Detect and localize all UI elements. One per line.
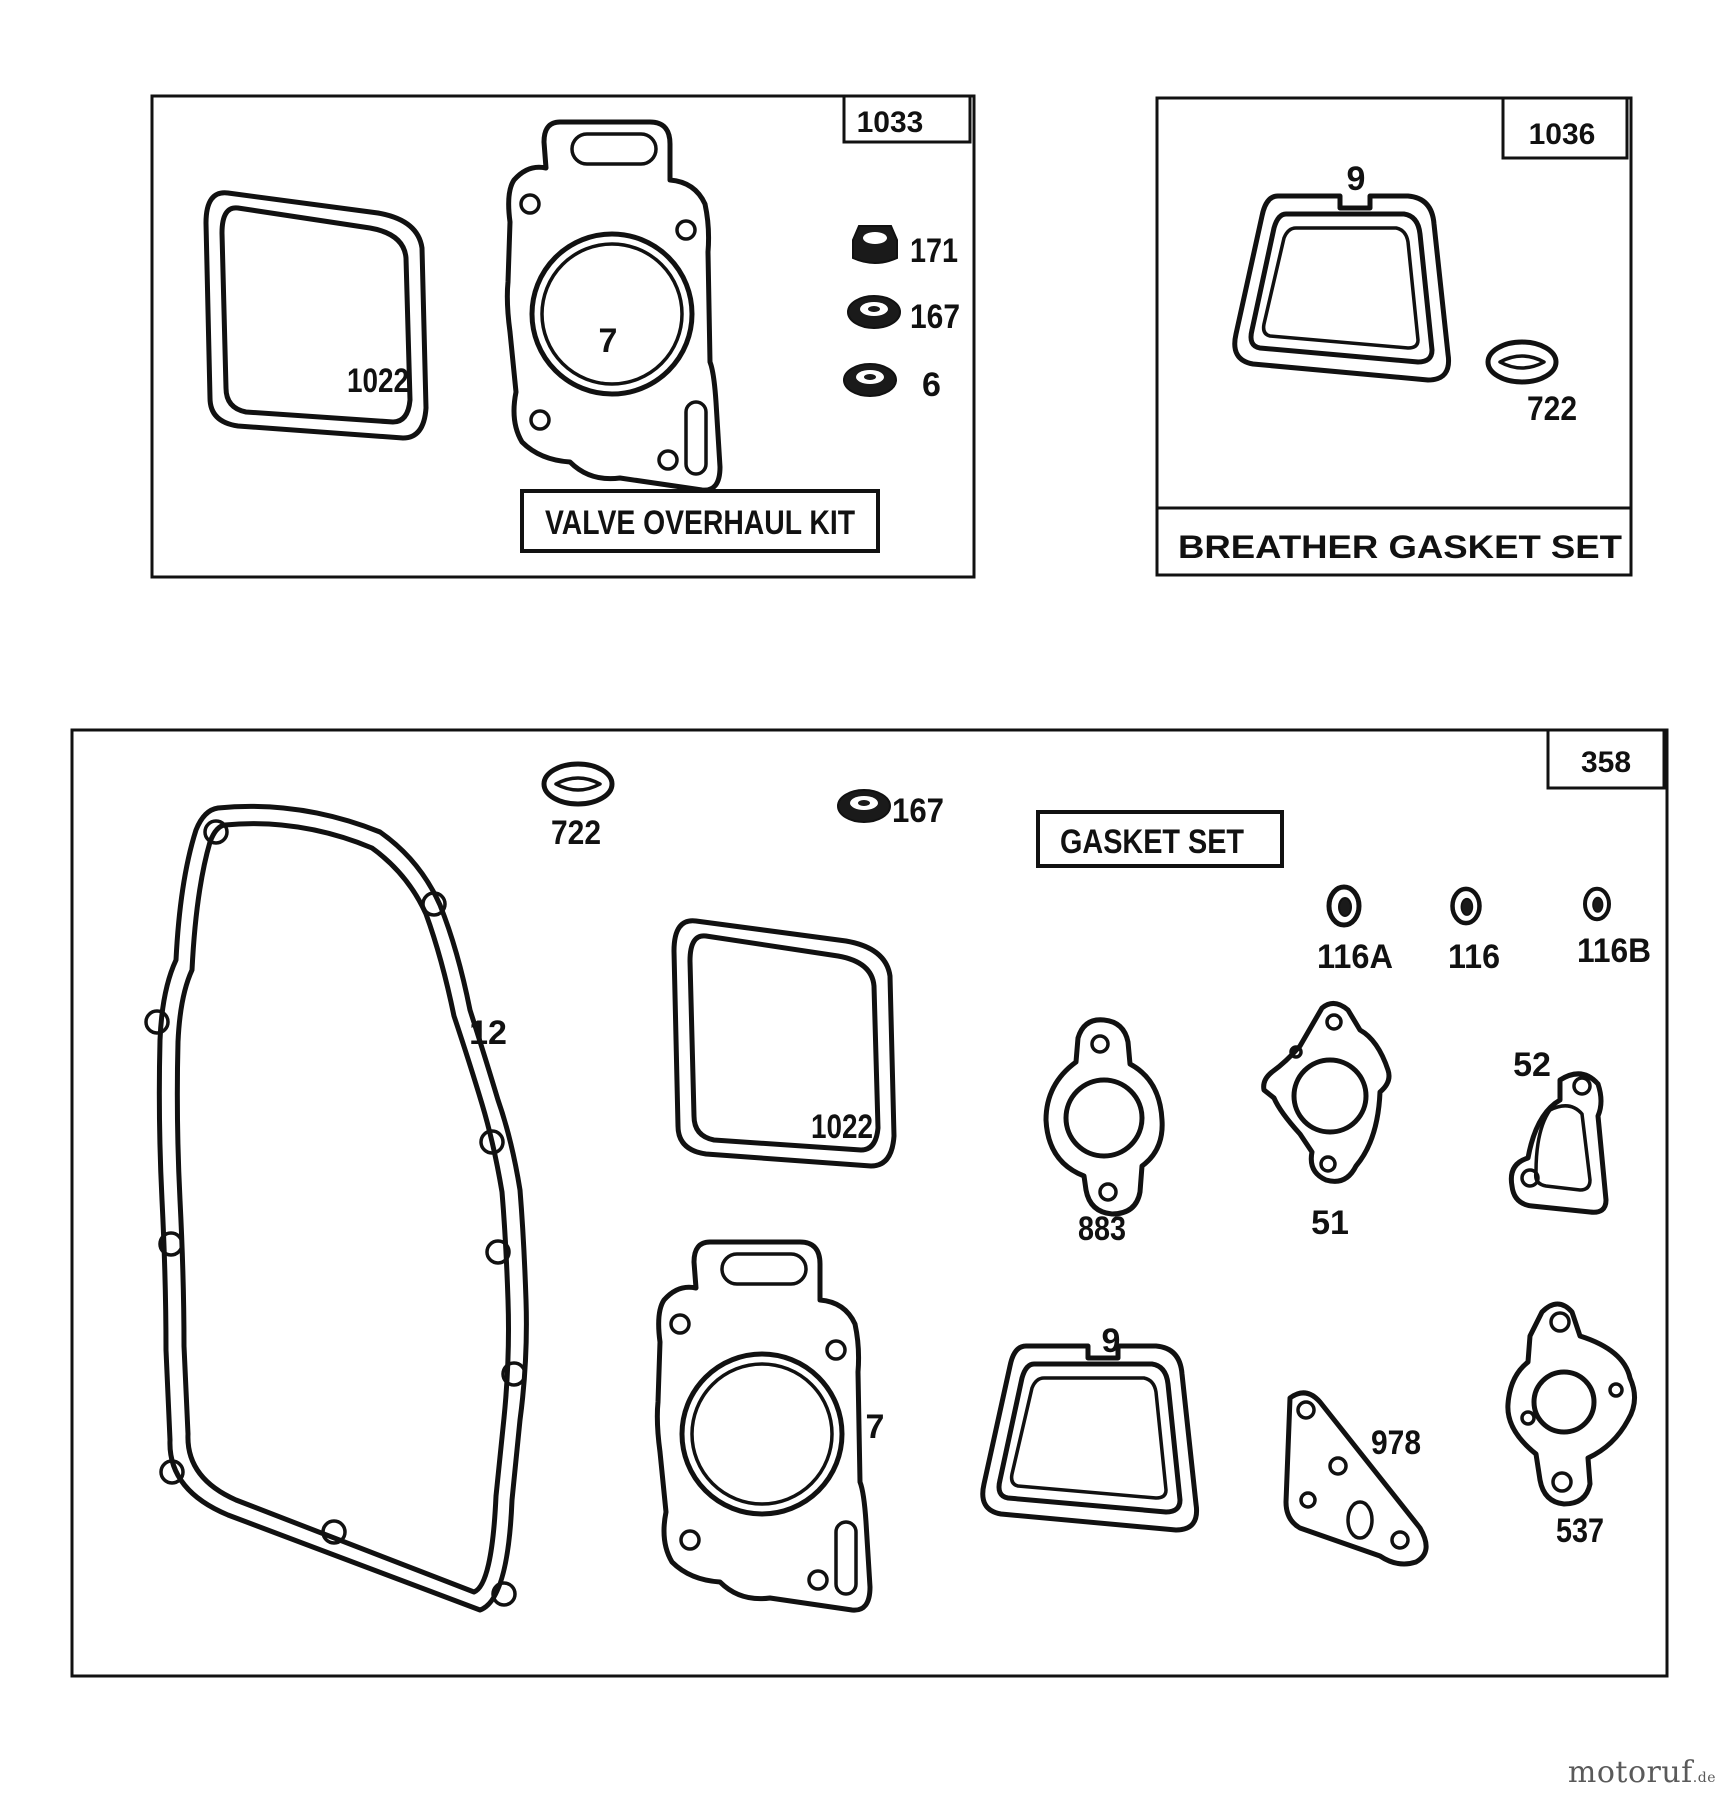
carburetor-gasket [1261, 1001, 1392, 1184]
watermark-name: motoruf [1567, 1755, 1693, 1790]
breather-gasket [1235, 196, 1449, 380]
part-label-7: 7 [599, 322, 618, 360]
part-label-722: 722 [551, 814, 601, 852]
part-label-9: 9 [1102, 1322, 1121, 1360]
seal [837, 789, 891, 823]
part-label-722: 722 [1527, 390, 1577, 428]
plate-978 [1283, 1390, 1429, 1567]
gasket-set-kit: 358 GASKET SET 722 167 12 1022 7 9 [70, 728, 1669, 1678]
kit-title-box [1036, 810, 1284, 868]
kit-box [70, 728, 1669, 1678]
kit-box [1155, 96, 1633, 577]
part-label-167: 167 [910, 298, 960, 336]
part-label-52: 52 [1513, 1046, 1551, 1084]
valve-cover-gasket [206, 193, 426, 438]
valve-seal [847, 295, 901, 329]
gasket-537 [1505, 1301, 1637, 1507]
part-label-171: 171 [910, 232, 958, 270]
crankcase-gasket [144, 803, 529, 1613]
washer-116 [1453, 889, 1480, 923]
part-label-116b: 116B [1577, 932, 1651, 970]
kit-number: 358 [1581, 746, 1631, 779]
part-label-1022: 1022 [347, 362, 409, 400]
breather-gasket [983, 1346, 1197, 1530]
part-label-1022: 1022 [811, 1108, 873, 1146]
gasket-52 [1508, 1071, 1609, 1215]
valve-overhaul-kit: 1033 VALVE OVERHAUL KIT 1022 7 171 167 6 [150, 94, 976, 579]
washer-116a [1329, 887, 1359, 925]
part-label-51: 51 [1311, 1204, 1349, 1242]
kit-number-box [1501, 96, 1629, 160]
part-label-537: 537 [1556, 1512, 1604, 1550]
cylinder-head-gasket [507, 122, 720, 490]
oring [544, 764, 612, 804]
kit-box [150, 94, 976, 579]
watermark: motoruf.de [1568, 1755, 1716, 1790]
part-label-978: 978 [1371, 1424, 1421, 1462]
valve-washer [843, 363, 897, 397]
watermark-suffix: .de [1692, 1770, 1716, 1786]
cylinder-head-gasket [657, 1242, 870, 1610]
washer-116b [1585, 889, 1609, 919]
part-label-7: 7 [866, 1408, 885, 1446]
part-label-167: 167 [892, 792, 944, 830]
part-label-12: 12 [469, 1014, 507, 1052]
kit-number: 1033 [857, 106, 924, 139]
kit-number: 1036 [1529, 118, 1596, 151]
kit-number-box [842, 94, 972, 144]
part-label-116: 116 [1448, 938, 1500, 976]
breather-oring [1488, 342, 1556, 382]
kit-title: GASKET SET [1060, 823, 1244, 861]
kit-title: VALVE OVERHAUL KIT [545, 504, 855, 542]
intake-gasket [1043, 1017, 1165, 1217]
part-label-9: 9 [1347, 160, 1366, 198]
part-label-116a: 116A [1317, 938, 1393, 976]
part-label-883: 883 [1078, 1210, 1126, 1248]
kit-title: BREATHER GASKET SET [1178, 529, 1623, 565]
valve-cap [852, 225, 898, 264]
part-label-6: 6 [922, 366, 941, 404]
breather-gasket-kit: 1036 BREATHER GASKET SET 9 722 [1155, 96, 1633, 577]
kit-number-box [1546, 728, 1666, 790]
